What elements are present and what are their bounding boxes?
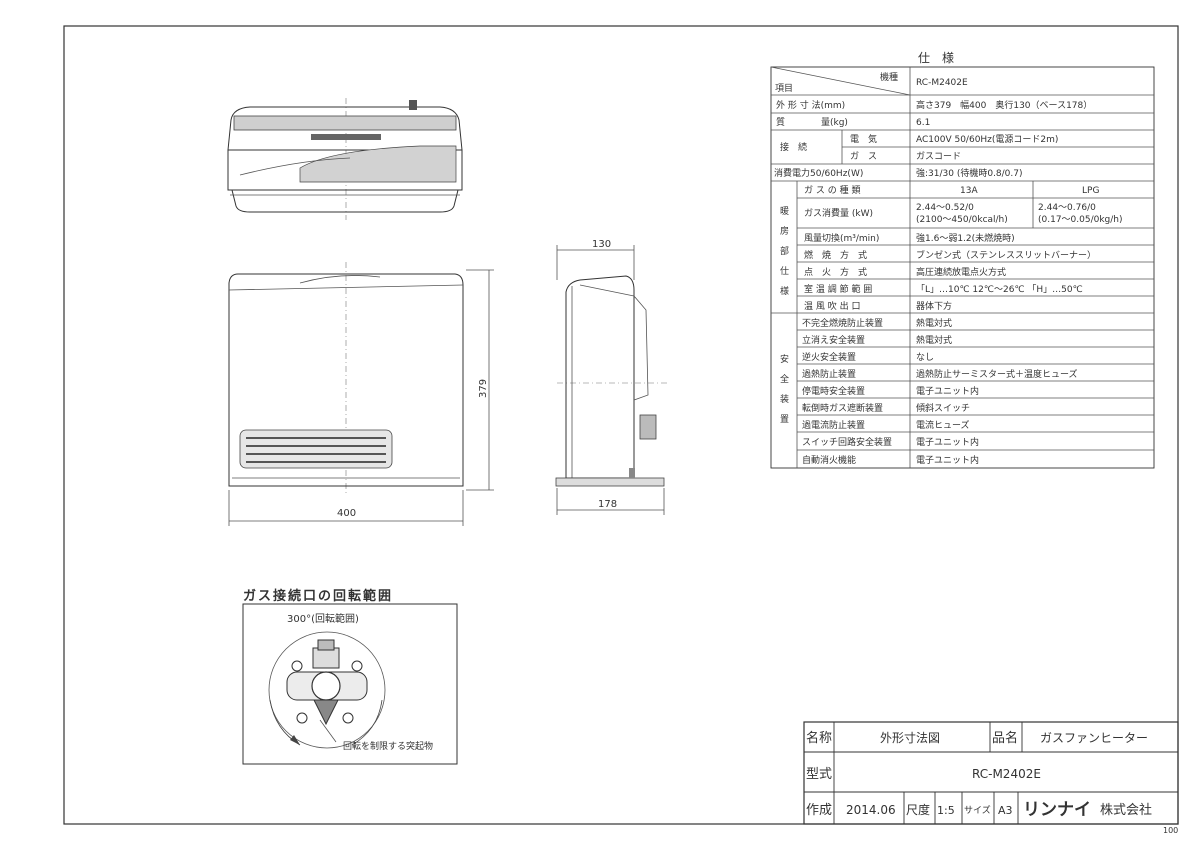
header-model-label: 機種 xyxy=(880,71,898,83)
combustion-value: ブンゼン式（ステンレススリットバーナー） xyxy=(916,249,1096,261)
safety-row-3-value: なし xyxy=(916,352,934,363)
safety-row-3-label: 逆火安全装置 xyxy=(802,351,856,363)
electric-value: AC100V 50/60Hz(電源コード2m) xyxy=(916,134,1058,145)
title-block: 名称 外形寸法図 品名 ガスファンヒーター 型式 RC-M2402E 作成 20… xyxy=(803,721,1179,825)
front-view-drawing: 400 379 xyxy=(228,262,494,526)
safety-row-1-value: 熱電対式 xyxy=(916,317,952,329)
safety-row-2-label: 立消え安全装置 xyxy=(802,334,865,346)
connection-label: 接 続 xyxy=(780,141,807,153)
name-value: 外形寸法図 xyxy=(880,731,940,745)
consumption-13a-1: 2.44～0.52/0 xyxy=(916,203,974,213)
safety-row-2-value: 熱電対式 xyxy=(916,334,952,346)
scale-label: 尺度 xyxy=(906,802,930,817)
heating-label-3: 部 xyxy=(780,245,789,257)
spec-table: 仕 様 機種 項目 RC-M2402E 外 形 寸 法(mm) 高さ379 幅4… xyxy=(770,51,1155,469)
gas-lpg: LPG xyxy=(1082,186,1099,196)
company-suffix: 株式会社 xyxy=(1100,802,1152,818)
airflow-label: 風量切換(m³/min) xyxy=(804,232,879,244)
made-value: 2014.06 xyxy=(846,803,896,817)
power-value: 強:31/30 (待機時0.8/0.7) xyxy=(916,167,1023,179)
temp-range-label: 室 温 調 節 範 囲 xyxy=(804,283,872,295)
power-label: 消費電力50/60Hz(W) xyxy=(774,167,863,179)
consumption-lpg-1: 2.44～0.76/0 xyxy=(1038,203,1096,213)
type-label: 型式 xyxy=(806,767,832,782)
spec-dimension-label: 外 形 寸 法(mm) xyxy=(776,99,845,111)
consumption-label: ガス消費量 (kW) xyxy=(804,207,873,219)
safety-label-4: 置 xyxy=(780,414,789,425)
heating-label-1: 暖 xyxy=(780,205,789,217)
side-view-drawing: 130 178 xyxy=(555,239,670,515)
consumption-13a-2: (2100～450/0kcal/h) xyxy=(916,215,1008,225)
heating-label-2: 房 xyxy=(780,225,789,237)
dimension-height: 379 xyxy=(478,379,489,398)
safety-row-4-label: 過熱防止装置 xyxy=(802,368,856,380)
name-label: 名称 xyxy=(806,730,832,746)
company-logo: リンナイ xyxy=(1023,800,1091,820)
type-value: RC-M2402E xyxy=(972,767,1041,781)
safety-label-2: 全 xyxy=(780,373,789,385)
safety-row-1-label: 不完全燃焼防止装置 xyxy=(802,317,883,329)
product-label: 品名 xyxy=(992,730,1018,746)
size-value: A3 xyxy=(998,804,1013,817)
model-value: RC-M2402E xyxy=(916,78,968,88)
safety-row-5-label: 停電時安全装置 xyxy=(802,385,865,397)
spec-dimension-value: 高さ379 幅400 奥行130（ベース178） xyxy=(916,99,1092,111)
top-view-drawing xyxy=(227,98,463,220)
gas-label: ガ ス xyxy=(850,151,877,162)
gas-13a: 13A xyxy=(960,186,978,196)
size-label: サイズ xyxy=(964,804,991,816)
ignition-label: 点 火 方 式 xyxy=(804,266,867,278)
ignition-value: 高圧連続放電点火方式 xyxy=(916,266,1006,278)
gas-type-label: ガ ス の 種 類 xyxy=(804,185,860,196)
dimension-width: 400 xyxy=(337,508,356,519)
safety-row-7-label: 過電流防止装置 xyxy=(802,419,865,431)
spec-mass-label: 質 量(kg) xyxy=(776,116,848,128)
spec-title: 仕 様 xyxy=(918,51,954,65)
safety-row-7-value: 電流ヒューズ xyxy=(916,419,970,431)
safety-row-6-value: 傾斜スイッチ xyxy=(916,402,970,414)
safety-row-9-label: 自動消火機能 xyxy=(802,454,856,466)
safety-row-9-value: 電子ユニット内 xyxy=(916,454,979,466)
dimension-base: 178 xyxy=(598,499,617,510)
gas-value: ガスコード xyxy=(916,151,961,162)
stopper-label: 回転を制限する突起物 xyxy=(343,740,433,752)
safety-row-8-value: 電子ユニット内 xyxy=(916,436,979,448)
consumption-lpg-2: (0.17～0.05/0kg/h) xyxy=(1038,215,1123,225)
safety-row-5-value: 電子ユニット内 xyxy=(916,385,979,397)
outlet-value: 器体下方 xyxy=(916,300,952,312)
sheet-number: 100 xyxy=(1163,826,1178,835)
outlet-label: 温 風 吹 出 口 xyxy=(804,300,860,312)
rotation-range-label: 300°(回転範囲) xyxy=(287,612,359,625)
made-label: 作成 xyxy=(806,803,832,818)
airflow-value: 強1.6～弱1.2(未燃焼時) xyxy=(916,232,1015,244)
combustion-label: 燃 焼 方 式 xyxy=(804,249,867,261)
heating-label-4: 仕 xyxy=(780,265,789,277)
spec-mass-value: 6.1 xyxy=(916,118,930,128)
product-value: ガスファンヒーター xyxy=(1040,731,1148,745)
scale-value: 1:5 xyxy=(937,804,955,817)
electric-label: 電 気 xyxy=(850,133,877,145)
sheet-frame xyxy=(63,25,1179,825)
header-item-label: 項目 xyxy=(775,83,793,94)
gas-connection-title: ガス接続口の回転範囲 xyxy=(243,588,393,604)
safety-row-6-label: 転倒時ガス遮断装置 xyxy=(802,402,883,414)
temp-range-value: 「L」…10℃ 12℃～26℃ 「H」…50℃ xyxy=(916,284,1083,295)
heating-label-5: 様 xyxy=(780,285,789,297)
safety-label-3: 装 xyxy=(780,393,789,405)
safety-row-8-label: スイッチ回路安全装置 xyxy=(802,436,892,448)
safety-row-4-value: 過熱防止サーミスター式＋温度ヒューズ xyxy=(916,368,1078,380)
gas-connection-detail: ガス接続口の回転範囲 300°(回転範囲) 回転を制限する突起物 xyxy=(242,588,458,765)
safety-label-1: 安 xyxy=(780,353,789,365)
dimension-depth: 130 xyxy=(592,239,611,250)
